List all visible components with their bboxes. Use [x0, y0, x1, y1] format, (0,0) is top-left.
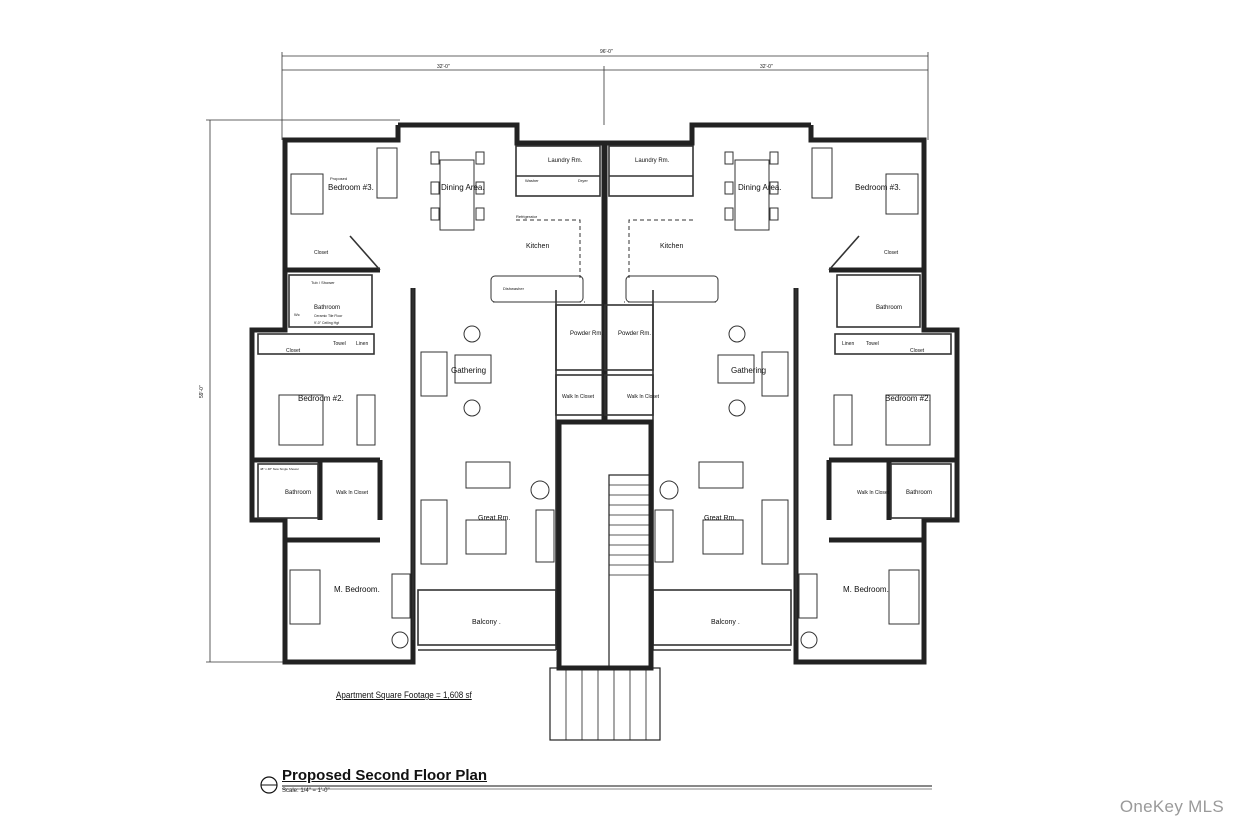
label-shower-left: 48" x 48" New Single Shower [260, 467, 299, 471]
label-tub-left: Tub / Shower [311, 280, 335, 285]
label-washer-left: Washer [525, 178, 539, 183]
label-tile-left: Ceramic Tile Floor [314, 314, 343, 318]
label-great-right: Great Rm. [704, 515, 736, 522]
label-laundry-left: Laundry Rm. [548, 158, 583, 164]
label-closet-a-right: Closet [884, 250, 899, 256]
dimension-lines [206, 52, 929, 663]
label-balcony-left: Balcony . [472, 619, 501, 626]
label-bedroom2-left: Bedroom #2. [298, 394, 344, 403]
label-dining-left: Dining Area. [441, 183, 485, 192]
label-linen-left: Linen [356, 341, 368, 347]
dim-left-half: 32'-0" [437, 64, 450, 70]
label-bedroom2-right: Bedroom #2. [885, 394, 931, 403]
label-walkin-a-left: Walk In Closet [562, 394, 595, 400]
label-closet-a-left: Closet [314, 250, 329, 256]
label-closet-b-right: Closet [910, 348, 925, 354]
label-walkin-b-left: Walk In Closet [336, 490, 369, 496]
central-stair [549, 419, 661, 741]
right-unit-mirror [602, 122, 960, 665]
label-bath2-right: Bathroom [906, 490, 932, 496]
left-kitchen-counter [493, 219, 585, 303]
label-bath2-left: Bathroom [285, 490, 311, 496]
label-gathering-left: Gathering [451, 366, 486, 375]
label-master-right: M. Bedroom. [843, 585, 889, 594]
title-marker [260, 776, 932, 794]
label-master-left: M. Bedroom. [334, 585, 380, 594]
left-unit-furniture [278, 147, 584, 649]
label-closet-b-left: Closet [286, 348, 301, 354]
label-bedroom3-right: Bedroom #3. [855, 183, 901, 192]
label-refrigerator-left: Refrigerator [516, 214, 538, 219]
label-laundry-right: Laundry Rm. [635, 158, 670, 164]
label-towel-left: Towel [333, 341, 346, 347]
plan-title: Proposed Second Floor Plan [282, 767, 488, 784]
label-ceiling-left: 9'-0" Ceiling Hgt [314, 321, 339, 325]
left-unit-interior [257, 145, 605, 651]
label-gathering-right: Gathering [731, 366, 766, 375]
label-bath1-right: Bathroom [876, 305, 902, 311]
label-proposed-left: Proposed [330, 176, 347, 181]
label-bath1-left: Bathroom [314, 305, 340, 311]
dim-right-half: 32'-0" [760, 64, 773, 70]
dim-depth: 59'-0" [199, 385, 205, 398]
watermark-text: OneKey MLS [1119, 797, 1224, 816]
label-linen-right: Linen [842, 341, 854, 347]
label-dining-right: Dining Area. [738, 183, 782, 192]
label-towel-right: Towel [866, 341, 879, 347]
plan-scale: Scale: 1/4" = 1'-0" [282, 788, 330, 794]
label-great-left: Great Rm. [478, 515, 510, 522]
right-unit-labels: Bedroom #3. Dining Area. Laundry Rm. Kit… [618, 158, 932, 626]
label-walkin-b-right: Walk In Closet [857, 490, 890, 496]
label-powder-right: Powder Rm. [618, 331, 651, 337]
label-kitchen-right: Kitchen [660, 243, 683, 250]
label-wc-left: Wc [294, 312, 300, 317]
label-walkin-a-right: Walk In Closet [627, 394, 660, 400]
label-dryer-left: Dryer [578, 178, 588, 183]
square-footage-note: Apartment Square Footage = 1,608 sf [336, 690, 472, 700]
label-balcony-right: Balcony . [711, 619, 740, 626]
dim-overall: 96'-0" [600, 49, 613, 55]
label-bedroom3-left: Bedroom #3. [328, 183, 374, 192]
label-dishwasher-left: Dishwasher [503, 286, 525, 291]
label-powder-left: Powder Rm. [570, 331, 603, 337]
label-kitchen-left: Kitchen [526, 243, 549, 250]
left-unit-labels: Bedroom #3. Dining Area. Laundry Rm. Kit… [260, 158, 603, 626]
